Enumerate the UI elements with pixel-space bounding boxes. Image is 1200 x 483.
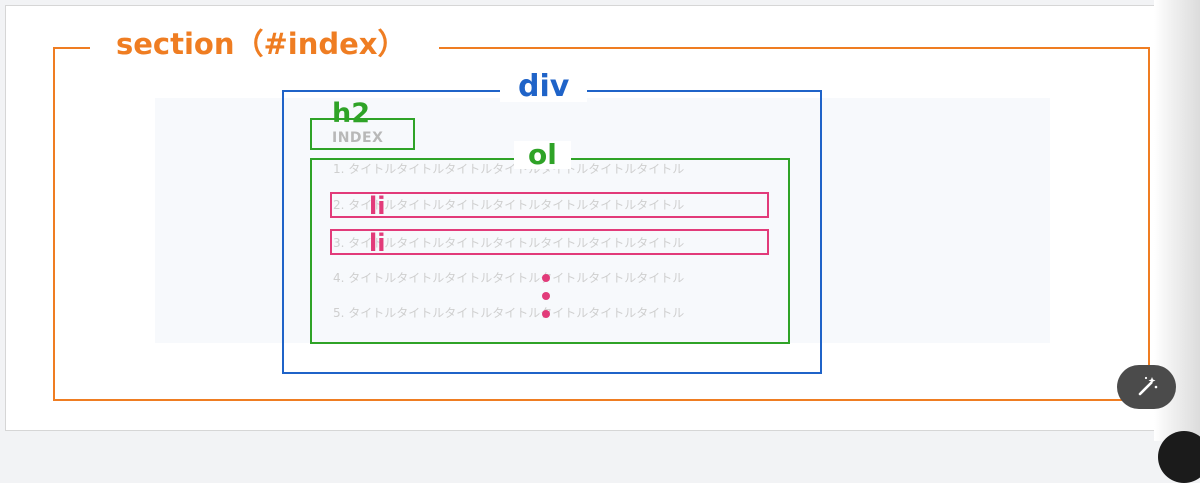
ellipsis-dot-2 (542, 292, 550, 300)
div-label: div (500, 72, 588, 102)
list-item-2-text: 2. タイトルタイトルタイトルタイトルタイトルタイトルタイトル (333, 198, 685, 212)
ellipsis-dot-1 (542, 274, 550, 282)
li-label-2: li (369, 229, 386, 257)
page-preview-panel (155, 98, 1050, 343)
list-item-5-text: 5. タイトルタイトルタイトルタイトルタイトルタイトルタイトル (333, 306, 685, 320)
section-outline (53, 47, 1150, 401)
corner-avatar-partial[interactable] (1158, 431, 1200, 483)
magic-edit-button[interactable] (1117, 365, 1176, 409)
magic-wand-icon (1138, 376, 1157, 396)
li-outline-2 (330, 229, 769, 255)
list-item-1-text: 1. タイトルタイトルタイトルタイトルタイトルタイトルタイトル (333, 162, 685, 176)
h2-outline (310, 118, 415, 150)
li-label-1: li (369, 192, 386, 220)
ellipsis-dot-3 (542, 310, 550, 318)
section-label: section（#index） (90, 30, 439, 59)
h2-label: h2 (332, 98, 371, 129)
list-item-3-text: 3. タイトルタイトルタイトルタイトルタイトルタイトルタイトル (333, 236, 685, 250)
h2-index-text: INDEX (332, 130, 384, 146)
ol-label: ol (514, 141, 571, 169)
li-outline-1 (330, 192, 769, 218)
list-item-4-text: 4. タイトルタイトルタイトルタイトルタイトルタイトルタイトル (333, 271, 685, 285)
